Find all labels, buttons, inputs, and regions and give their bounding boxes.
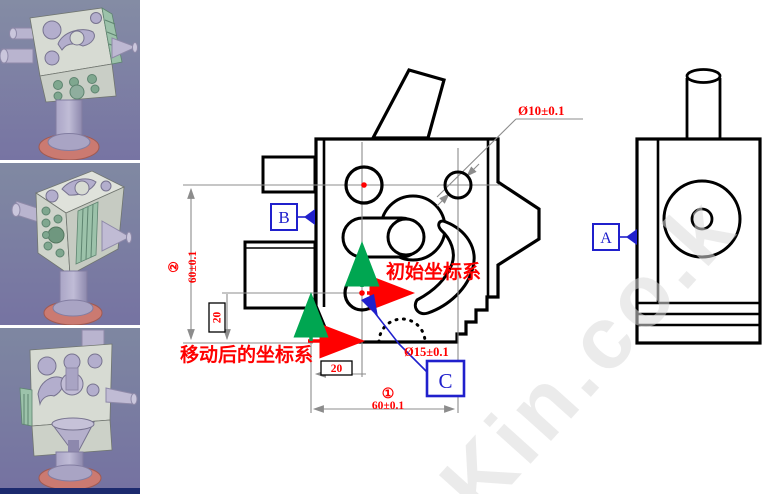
hole-top-left [344,165,384,205]
side-view-boss-circle [662,179,742,259]
part-3d-render-bottom-iso [0,328,140,488]
datum-c: C [361,294,466,398]
dim-60-vertical-text: 60±0.1 [187,251,199,283]
dim-phi10-text: Ø10±0.1 [518,103,565,118]
part-3d-render-upper-iso [0,163,140,325]
datum-b-label: B [278,208,289,227]
dimension-texts: Ø10±0.1 Ø15±0.1 ① 60±0.1 ② 60±0.1 [166,103,565,412]
dim-20-horizontal: 20 [331,363,343,375]
sequence-marker-2: ② [166,261,181,273]
dim-60-horizontal-text: 60±0.1 [372,400,404,412]
datum-b: B [270,203,315,231]
boxed-dimensions: 20 20 [208,302,353,376]
datum-b-triangle [304,209,315,225]
datum-a-triangle [626,229,637,245]
dim-phi15-text: Ø15±0.1 [404,345,449,359]
hole-phi10 [443,170,473,200]
model-thumbnail-2[interactable] [0,163,140,325]
sequence-marker-1: ① [382,387,395,402]
datum-a-label: A [600,230,612,247]
model-thumbnail-1[interactable] [0,0,140,160]
datum-c-label: C [438,369,452,393]
kidney-slot [413,219,476,316]
moved-cs-label: 移动后的坐标系 [180,343,313,366]
side-view-cylinder [685,68,722,84]
coordinate-systems [293,241,415,359]
engineering-drawing: B C 20 20 Ø10±0.1 Ø15±0.1 ① 60±0.1 ② 60±… [166,68,762,494]
datum-a: A [592,223,637,251]
initial-cs-label: 初始坐标系 [386,260,481,283]
model-thumbnail-3[interactable] [0,328,140,488]
sidebar-footer-bar [0,488,140,494]
drawing-area: B C 20 20 Ø10±0.1 Ø15±0.1 ① 60±0.1 ② 60±… [140,0,781,494]
part-3d-render-top-iso [0,0,140,160]
side-view-center-hole [690,207,714,231]
side-view [635,68,762,345]
dim-20-vertical: 20 [212,312,224,324]
datum-c-triangle [361,294,378,317]
hidden-hole-dotted [377,317,427,344]
model-views-sidebar [0,0,140,494]
